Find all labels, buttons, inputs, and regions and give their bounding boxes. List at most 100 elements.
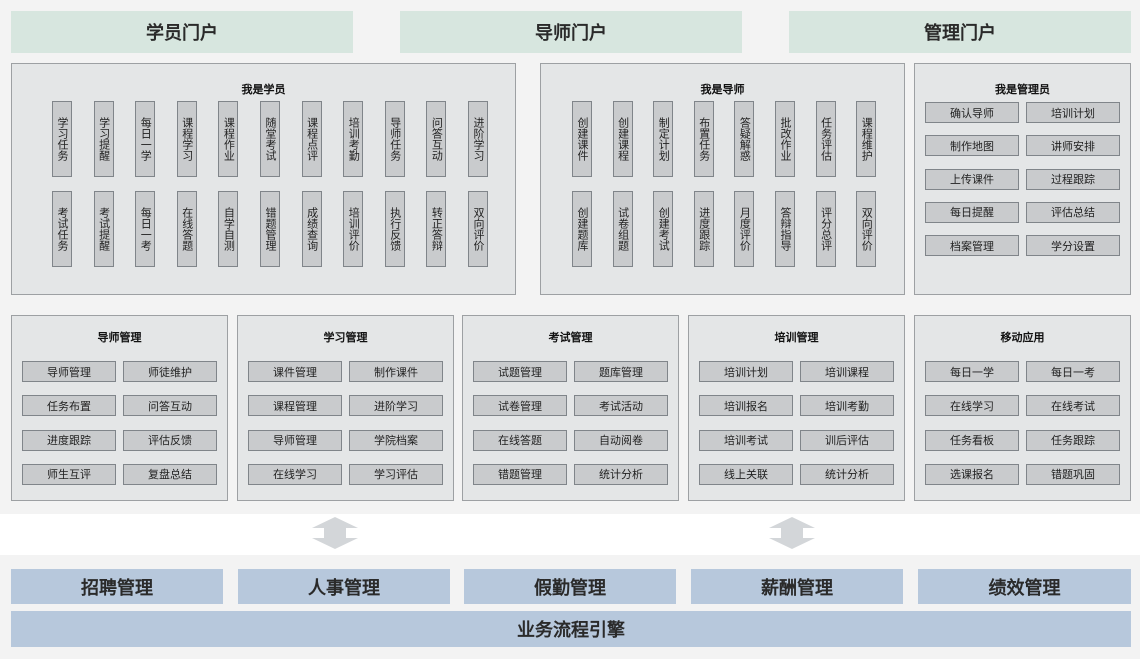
function-cell: 培训计划: [699, 361, 793, 382]
vertical-function-cell: 创建题库: [572, 191, 592, 267]
cell-label: 双向评价: [860, 207, 874, 251]
cell-label: 课程作业: [222, 117, 236, 161]
cell-label: 成绩查询: [305, 207, 319, 251]
function-cell: 制作课件: [349, 361, 443, 382]
vertical-function-cell: 每日一学: [135, 101, 156, 177]
vertical-function-cell: 双向评价: [468, 191, 488, 267]
mentor-panel: 我是导师 创建课件创建课程制定计划布置任务答疑解惑批改作业任务评估课程维护创建题…: [540, 63, 905, 295]
vertical-function-cell: 任务评估: [815, 101, 836, 177]
function-cell: 评估反馈: [123, 429, 217, 451]
admin-panel-title: 我是管理员: [995, 83, 1050, 96]
function-cell: 课件管理: [248, 361, 342, 382]
cell-label: 学习任务: [56, 117, 69, 161]
vertical-function-cell: 创建考试: [653, 191, 674, 267]
function-cell: 考试活动: [574, 395, 668, 417]
module-title-3: 培训管理: [774, 331, 819, 344]
cell-label: 每日一考: [139, 207, 153, 251]
function-cell: 题库管理: [574, 361, 668, 382]
function-cell: 错题管理: [473, 463, 567, 485]
function-cell: 过程跟踪: [1026, 168, 1120, 190]
function-cell: 培训报名: [699, 395, 793, 417]
function-cell: 复盘总结: [123, 463, 217, 485]
cell-label: 考试任务: [56, 207, 69, 251]
cell-label: 任务评估: [819, 117, 833, 161]
vertical-function-cell: 批改作业: [775, 101, 795, 177]
vertical-function-cell: 培训考勤: [343, 101, 364, 177]
vertical-function-cell: 答疑解惑: [734, 101, 755, 177]
hr-module-attendance: 假勤管理: [464, 569, 676, 604]
function-cell: 训后评估: [800, 429, 894, 451]
vertical-function-cell: 试卷组题: [612, 191, 633, 267]
module-title-4: 移动应用: [1000, 331, 1045, 344]
function-cell: 学院档案: [349, 429, 443, 451]
function-cell: 培训课程: [800, 361, 894, 382]
function-cell: 进阶学习: [349, 395, 443, 417]
cell-label: 培训考勤: [347, 117, 361, 161]
cell-label: 创建题库: [576, 207, 589, 251]
module-title-2: 考试管理: [548, 331, 593, 344]
cell-label: 月度评价: [738, 207, 752, 251]
cell-label: 双向评价: [472, 207, 485, 251]
cell-label: 创建课程: [616, 117, 630, 161]
double-arrow-icon: [312, 517, 358, 549]
function-cell: 课程管理: [248, 395, 342, 417]
function-cell: 培训计划: [1026, 102, 1120, 123]
cell-label: 错题管理: [264, 207, 277, 251]
cell-label: 执行反馈: [388, 207, 402, 251]
hr-module-salary: 薪酬管理: [691, 569, 903, 604]
vertical-function-cell: 成绩查询: [301, 191, 322, 267]
vertical-function-cell: 考试提醒: [93, 191, 114, 267]
vertical-function-cell: 随堂考试: [260, 101, 280, 177]
workflow-engine: 业务流程引擎: [11, 611, 1131, 647]
cell-label: 布置任务: [697, 117, 711, 161]
module-panel-1: 学习管理 课件管理制作课件课程管理进阶学习导师管理学院档案在线学习学习评估: [237, 315, 454, 501]
module-panel-2: 考试管理 试题管理题库管理试卷管理考试活动在线答题自动阅卷错题管理统计分析: [462, 315, 679, 501]
vertical-function-cell: 进度跟踪: [693, 191, 714, 267]
portal-mentor: 导师门户: [400, 11, 742, 53]
function-cell: 培训考勤: [800, 395, 894, 417]
function-cell: 在线考试: [1026, 395, 1120, 417]
module-title-1: 学习管理: [323, 331, 368, 344]
cell-label: 进阶学习: [472, 117, 485, 161]
function-cell: 试题管理: [473, 361, 567, 382]
cell-label: 评分总评: [819, 207, 833, 251]
vertical-function-cell: 双向评价: [856, 191, 877, 267]
vertical-function-cell: 自学自测: [218, 191, 239, 267]
vertical-function-cell: 课程作业: [218, 101, 239, 177]
module-panel-3: 培训管理 培训计划培训课程培训报名培训考勤培训考试训后评估线上关联统计分析: [688, 315, 905, 501]
hr-module-personnel: 人事管理: [238, 569, 450, 604]
cell-label: 自学自测: [222, 207, 236, 251]
vertical-function-cell: 导师任务: [384, 101, 405, 177]
portal-admin: 管理门户: [789, 11, 1131, 53]
vertical-function-cell: 考试任务: [52, 191, 72, 267]
function-cell: 培训考试: [699, 429, 793, 451]
admin-panel: 我是管理员 确认导师培训计划制作地图讲师安排上传课件过程跟踪每日提醒评估总结档案…: [914, 63, 1131, 295]
function-cell: 自动阅卷: [574, 429, 668, 451]
cell-label: 批改作业: [779, 117, 792, 161]
module-panel-0: 导师管理 导师管理师徒维护任务布置问答互动进度跟踪评估反馈师生互评复盘总结: [11, 315, 228, 501]
student-panel-title: 我是学员: [241, 83, 286, 96]
vertical-function-cell: 课程维护: [856, 101, 877, 177]
module-title-0: 导师管理: [97, 331, 142, 344]
mentor-panel-title: 我是导师: [700, 83, 745, 96]
vertical-function-cell: 问答互动: [426, 101, 447, 177]
function-cell: 任务跟踪: [1026, 429, 1120, 451]
vertical-function-cell: 布置任务: [693, 101, 714, 177]
cell-label: 进度跟踪: [697, 207, 711, 251]
vertical-function-cell: 错题管理: [260, 191, 280, 267]
cell-label: 课程维护: [860, 117, 874, 161]
function-cell: 任务看板: [925, 429, 1019, 451]
function-cell: 确认导师: [925, 102, 1019, 123]
vertical-function-cell: 评分总评: [815, 191, 836, 267]
vertical-function-cell: 月度评价: [734, 191, 755, 267]
function-cell: 上传课件: [925, 168, 1019, 190]
function-cell: 问答互动: [123, 395, 217, 417]
function-cell: 试卷管理: [473, 395, 567, 417]
vertical-function-cell: 转正答辩: [426, 191, 447, 267]
function-cell: 师生互评: [22, 463, 116, 485]
cell-label: 培训评价: [347, 207, 361, 251]
vertical-function-cell: 课程点评: [301, 101, 322, 177]
cell-label: 创建课件: [576, 117, 589, 161]
function-cell: 制作地图: [925, 135, 1019, 157]
function-cell: 在线答题: [473, 429, 567, 451]
